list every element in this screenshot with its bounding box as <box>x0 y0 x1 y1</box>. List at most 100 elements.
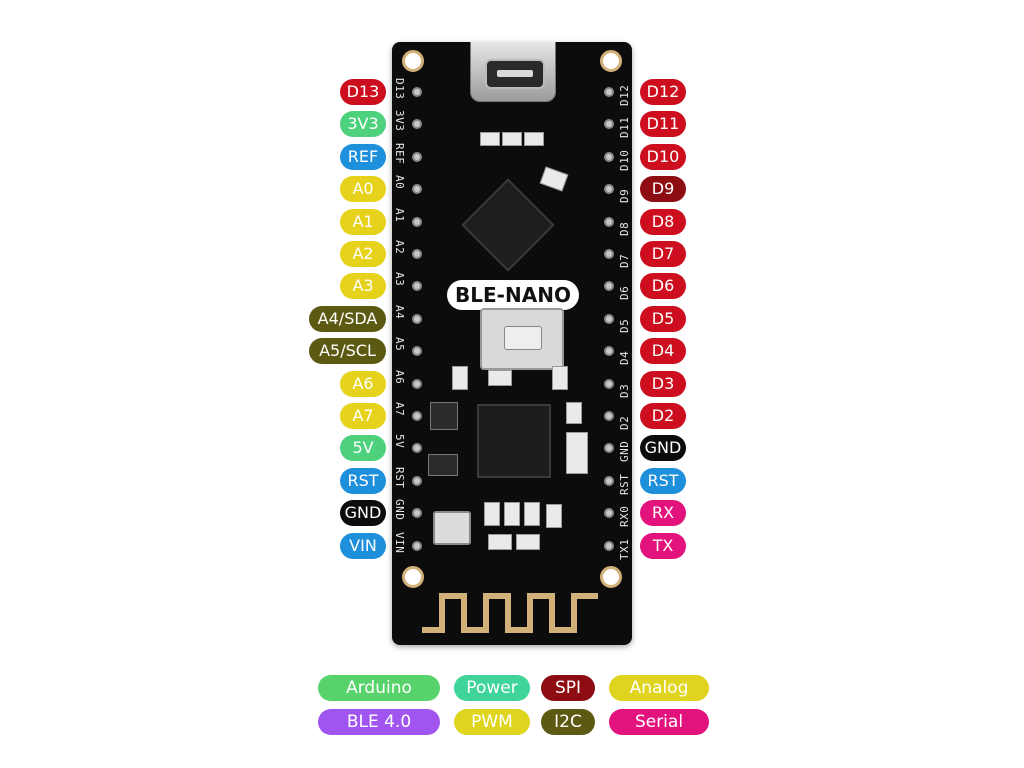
legend-item: Power <box>454 675 530 701</box>
pin-label-left: VIN <box>340 532 386 559</box>
silkscreen-label: D10 <box>618 149 631 171</box>
pin-label-right: RX <box>640 500 686 527</box>
silkscreen-label: D13 <box>393 78 406 100</box>
pin-label-right: D11 <box>640 111 686 138</box>
pin-label-left: A1 <box>340 208 386 235</box>
legend-item: PWM <box>454 709 530 735</box>
smd-chip-102 <box>430 402 458 430</box>
smd-capacitor <box>539 166 569 192</box>
header-pin <box>604 346 614 357</box>
silkscreen-label: A6 <box>393 369 406 384</box>
header-pin <box>412 346 422 357</box>
pin-label-left: RST <box>340 467 386 494</box>
main-mcu-chip <box>477 404 551 478</box>
pin-label-right: TX <box>640 532 686 559</box>
crystal-oscillator <box>433 511 471 545</box>
pin-label-left: 3V3 <box>340 111 386 138</box>
header-pin <box>412 411 422 421</box>
silkscreen-label: D6 <box>618 286 631 301</box>
header-pin <box>412 313 422 324</box>
smd-resistor <box>504 502 520 526</box>
pin-label-right: D12 <box>640 79 686 105</box>
pin-label-left: A7 <box>340 403 386 429</box>
header-pin <box>604 313 614 324</box>
pin-label-left: A6 <box>340 370 386 397</box>
mount-hole-top-left <box>402 50 424 72</box>
header-pin <box>604 119 614 130</box>
silkscreen-label: D9 <box>618 188 631 204</box>
silkscreen-label: D2 <box>618 415 631 430</box>
silkscreen-label: D12 <box>618 84 631 106</box>
pin-label-right: D9 <box>640 176 686 203</box>
silkscreen-label: 3V3 <box>393 110 406 132</box>
header-pin <box>412 508 422 519</box>
pin-label-right: D8 <box>640 208 686 235</box>
header-pin <box>604 249 614 259</box>
header-pin <box>412 540 422 551</box>
pin-label-left: 5V <box>340 435 386 462</box>
smd-led <box>452 366 468 390</box>
header-pin <box>412 378 422 389</box>
pin-label-right: RST <box>640 467 686 494</box>
silkscreen-label: RX0 <box>618 505 631 528</box>
silkscreen-label: D3 <box>618 383 631 398</box>
silkscreen-label: D7 <box>618 253 631 268</box>
pin-label-left: A2 <box>340 241 386 267</box>
pin-label-right: D10 <box>640 143 686 170</box>
header-pin <box>604 443 614 454</box>
header-pin <box>412 281 422 292</box>
smd-resistor <box>480 132 500 146</box>
header-pin <box>604 184 614 195</box>
header-pin <box>412 184 422 195</box>
header-pin <box>604 475 614 486</box>
header-pin <box>412 475 422 486</box>
smd-resistor <box>484 502 500 526</box>
smd-capacitor <box>566 402 582 424</box>
pcb-antenna <box>422 593 598 633</box>
smd-resistor <box>524 502 540 526</box>
header-pin <box>604 540 614 551</box>
silkscreen-label: A4 <box>393 304 406 320</box>
silkscreen-label: A0 <box>393 175 406 190</box>
board-title-label: BLE-NANO <box>447 280 579 310</box>
header-pin <box>604 508 614 519</box>
smd-resistor <box>502 132 522 146</box>
pin-label-left: A3 <box>340 273 386 300</box>
smd-resistor <box>488 534 512 550</box>
silkscreen-label: RST <box>393 466 406 489</box>
pin-label-left: GND <box>340 500 386 527</box>
silkscreen-label: D4 <box>618 350 631 366</box>
silkscreen-label: TX1 <box>618 538 631 560</box>
mount-hole-bottom-left <box>402 566 424 588</box>
legend-item: Analog <box>609 675 709 701</box>
mount-hole-bottom-right <box>600 566 622 588</box>
header-pin <box>604 281 614 292</box>
ble-chip <box>461 178 555 272</box>
header-pin <box>604 216 614 227</box>
silkscreen-label: D8 <box>618 221 631 236</box>
mount-hole-top-right <box>600 50 622 72</box>
silkscreen-label: A1 <box>393 207 406 222</box>
header-pin <box>412 119 422 130</box>
pin-label-right: D6 <box>640 273 686 300</box>
reset-button <box>480 308 564 370</box>
header-pin <box>604 411 614 421</box>
header-pin <box>604 151 614 162</box>
pin-label-right: GND <box>640 435 686 462</box>
pin-label-right: D4 <box>640 338 686 365</box>
silkscreen-label: D11 <box>618 117 631 139</box>
header-pin <box>412 151 422 162</box>
smd-regulator <box>428 454 458 476</box>
header-pin <box>412 216 422 227</box>
pin-label-left: A4/SDA <box>309 305 386 332</box>
legend-item: Serial <box>609 709 709 735</box>
pin-label-left: A5/SCL <box>309 338 386 365</box>
silkscreen-label: GND <box>393 499 406 521</box>
header-pin <box>412 249 422 259</box>
pin-label-left: REF <box>340 143 386 170</box>
smd-capacitor <box>546 504 562 528</box>
pin-label-left: A0 <box>340 176 386 203</box>
header-pin <box>412 443 422 454</box>
header-pin <box>604 378 614 389</box>
